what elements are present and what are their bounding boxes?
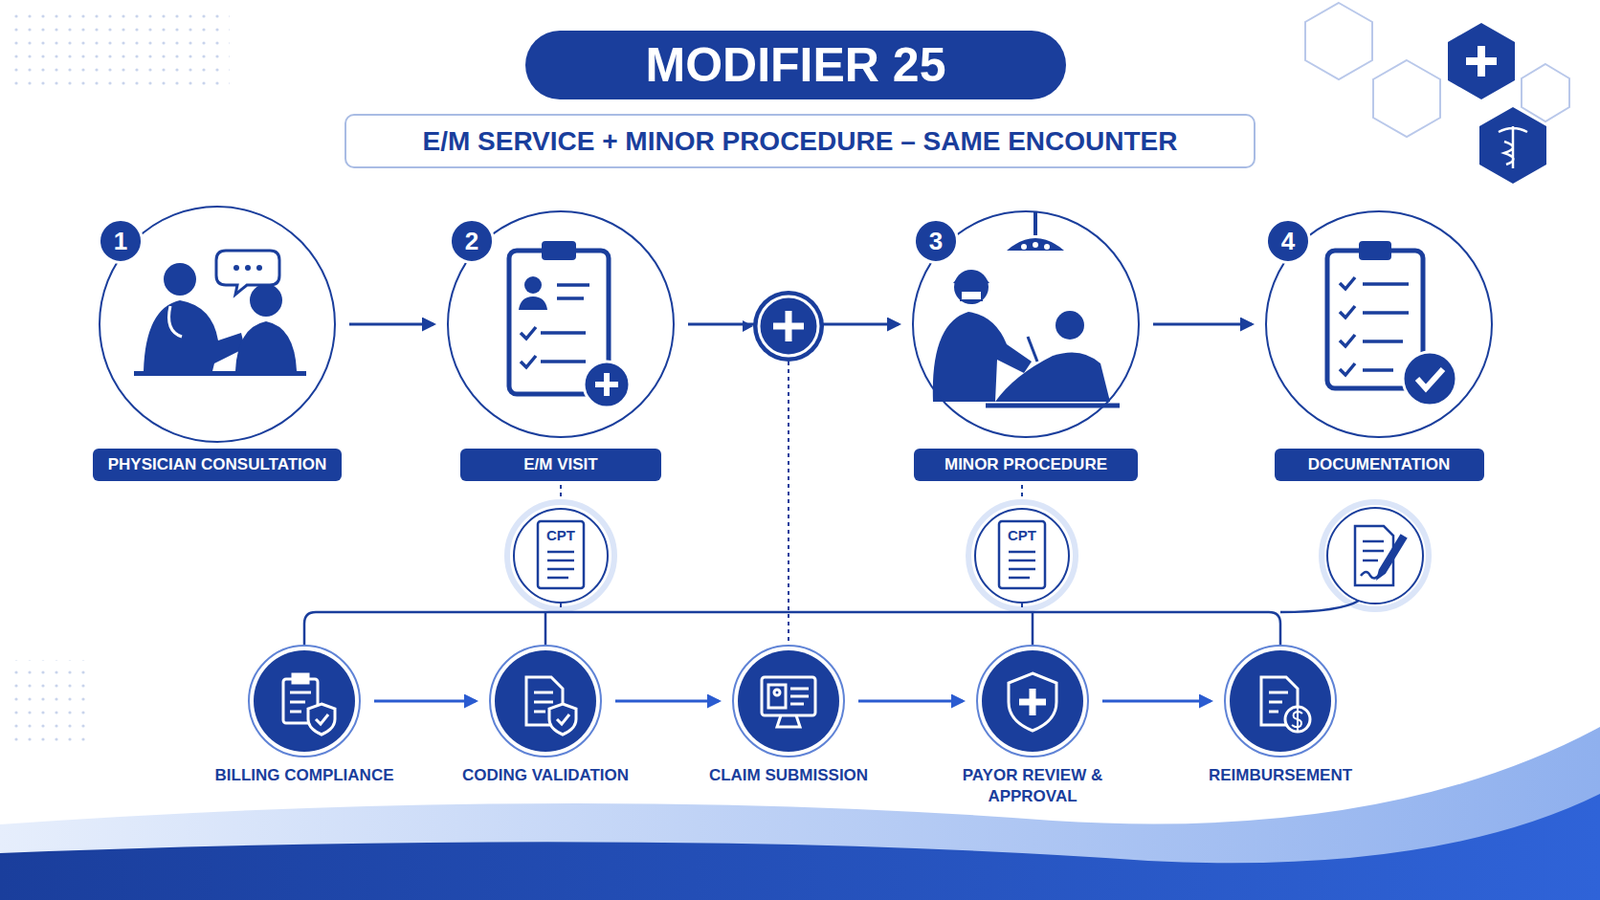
step-node: PHYSICIAN CONSULTATION 1 bbox=[92, 205, 343, 482]
subtitle-box: E/M SERVICE + MINOR PROCEDURE – SAME ENC… bbox=[344, 113, 1256, 169]
step-label: MINOR PROCEDURE bbox=[944, 455, 1108, 475]
step-label-pill: E/M VISIT bbox=[460, 448, 662, 482]
process-circle bbox=[1223, 644, 1337, 758]
process-label: CODING VALIDATION bbox=[462, 765, 629, 787]
hexagons bbox=[1305, 2, 1570, 184]
documentation-icon bbox=[1327, 241, 1457, 406]
process-label-text: BILLING COMPLIANCE bbox=[215, 766, 395, 785]
process-label: REIMBURSEMENT bbox=[1208, 765, 1353, 787]
process-circle bbox=[247, 644, 361, 758]
process-node: PAYOR REVIEW & APPROVAL bbox=[946, 644, 1119, 808]
process-label: CLAIM SUBMISSION bbox=[709, 765, 868, 787]
callout-number: 2 bbox=[465, 226, 479, 257]
bottom-wave bbox=[0, 727, 1600, 900]
step-node: DOCUMENTATION 4 bbox=[1265, 210, 1493, 482]
cpt-circle: CPT bbox=[512, 508, 609, 604]
subtitle-text: E/M SERVICE + MINOR PROCEDURE – SAME ENC… bbox=[422, 126, 1178, 157]
process-circle bbox=[976, 644, 1089, 758]
procedure-icon bbox=[933, 212, 1120, 406]
process-label-text: REIMBURSEMENT bbox=[1208, 766, 1353, 785]
number-badge: 2 bbox=[448, 218, 495, 265]
number-badge: 1 bbox=[97, 218, 144, 265]
title: MODIFIER 25 bbox=[645, 37, 947, 93]
cpt-label: CPT bbox=[546, 527, 576, 544]
callout-number: 3 bbox=[929, 226, 943, 257]
process-circle bbox=[732, 644, 845, 758]
cpt-document-icons bbox=[507, 502, 1429, 610]
process-node: CODING VALIDATION bbox=[462, 644, 629, 787]
connector bbox=[1102, 700, 1211, 704]
connector bbox=[615, 700, 719, 704]
step-label: E/M VISIT bbox=[523, 455, 598, 475]
step-label-pill: PHYSICIAN CONSULTATION bbox=[92, 448, 343, 482]
connector bbox=[374, 700, 476, 704]
consultation-icon bbox=[133, 250, 307, 377]
connector bbox=[1153, 323, 1252, 327]
dot-grid bbox=[9, 9, 230, 747]
process-icons bbox=[283, 673, 1311, 735]
em-visit-icon bbox=[509, 241, 630, 408]
process-label: BILLING COMPLIANCE bbox=[215, 765, 395, 787]
step-label-pill: DOCUMENTATION bbox=[1274, 448, 1485, 482]
process-node: CLAIM SUBMISSION bbox=[709, 644, 868, 787]
connector bbox=[349, 323, 434, 327]
callout-number: 1 bbox=[113, 226, 128, 257]
process-label: PAYOR REVIEW & APPROVAL bbox=[946, 765, 1119, 808]
plus-junction bbox=[742, 290, 824, 362]
step-node: MINOR PROCEDURE 3 bbox=[911, 210, 1140, 482]
process-circle bbox=[488, 644, 602, 758]
number-badge: 4 bbox=[1265, 218, 1312, 265]
process-node: BILLING COMPLIANCE bbox=[215, 644, 395, 787]
step-label: DOCUMENTATION bbox=[1308, 455, 1451, 475]
process-label-text: CLAIM SUBMISSION bbox=[709, 766, 868, 785]
process-disks bbox=[253, 650, 1332, 753]
cpt-circle: CPT bbox=[974, 508, 1070, 604]
cpt-label: CPT bbox=[1007, 527, 1037, 544]
bus-lines bbox=[304, 361, 1359, 645]
title-pill: MODIFIER 25 bbox=[525, 30, 1067, 100]
process-label-text: PAYOR REVIEW & APPROVAL bbox=[962, 766, 1103, 806]
step-label: PHYSICIAN CONSULTATION bbox=[108, 455, 328, 475]
process-node: REIMBURSEMENT bbox=[1208, 644, 1353, 787]
callout-number: 4 bbox=[1281, 226, 1295, 257]
step-node: E/M VISIT 2 bbox=[446, 210, 675, 482]
number-badge: 3 bbox=[912, 218, 959, 265]
process-label-text: CODING VALIDATION bbox=[462, 766, 629, 785]
step-label-pill: MINOR PROCEDURE bbox=[913, 448, 1138, 482]
connector bbox=[858, 700, 963, 704]
